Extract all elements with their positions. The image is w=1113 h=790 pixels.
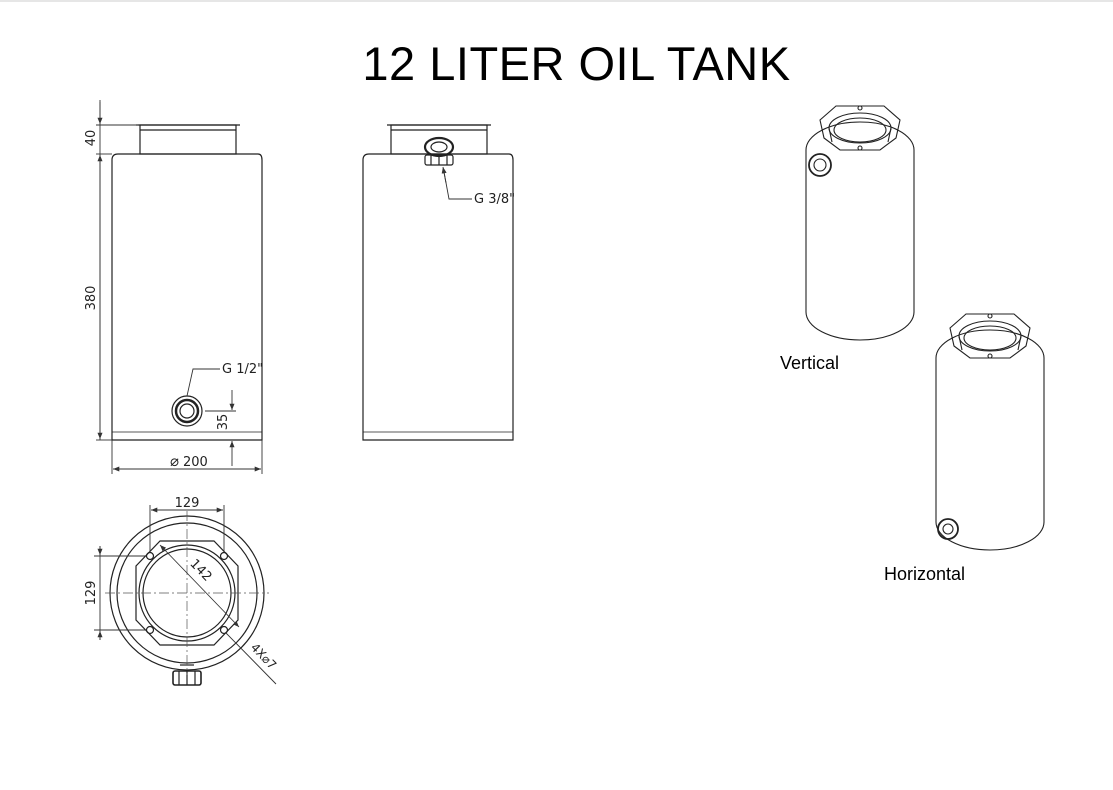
label-vertical: Vertical (780, 353, 839, 373)
callout-top-port: G 3/8" (474, 192, 515, 207)
iso-horizontal-view (935, 313, 1045, 551)
dim-body-height: 380 (84, 286, 99, 311)
dim-outlet-height: 35 (216, 414, 231, 431)
top-dimensions (94, 505, 277, 685)
top-centerlines (105, 511, 269, 675)
iso-vertical-body (805, 150, 915, 341)
side-body (362, 153, 514, 441)
front-neck (139, 124, 237, 155)
top-border (0, 0, 1113, 2)
dim-neck-height: 40 (84, 130, 99, 147)
side-view (362, 124, 514, 441)
diameter-symbol: ⌀ (170, 452, 179, 470)
page-title: 12 LITER OIL TANK (362, 37, 791, 90)
iso-vertical-view (805, 105, 915, 341)
dim-bolt-circle: 142 (186, 556, 214, 584)
side-dimensions (441, 166, 472, 200)
callout-side-outlet: G 1/2" (222, 362, 263, 377)
top-view-port (172, 664, 202, 686)
label-horizontal: Horizontal (884, 564, 965, 584)
front-dimensions (96, 100, 263, 474)
iso-vertical-port (808, 153, 832, 177)
front-view (111, 124, 263, 441)
iso-vertical-flange (819, 105, 901, 151)
iso-horizontal-port (937, 518, 959, 540)
dim-bolt-square-y: 129 (84, 581, 99, 606)
dim-diameter: 200 (183, 455, 208, 470)
dim-bolt-square-x: 129 (175, 496, 200, 511)
front-body (111, 153, 263, 441)
side-top-port (423, 136, 455, 166)
iso-horizontal-flange (949, 313, 1031, 359)
iso-horizontal-body (935, 358, 1045, 551)
dim-holes: 4X⌀7 (248, 640, 279, 672)
side-neck (390, 124, 488, 155)
